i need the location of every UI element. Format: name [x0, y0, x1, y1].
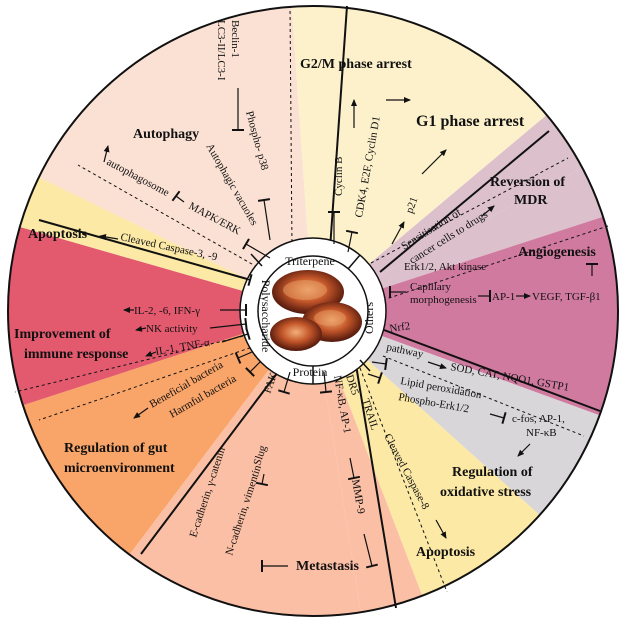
heading-mdr-2: MDR [514, 193, 548, 208]
sector-g1 [291, 6, 547, 312]
protein-label: Protein [293, 365, 328, 379]
heading-immune-1: Improvement of [14, 327, 111, 342]
triterpene-label: Triterpene [285, 254, 335, 268]
polysaccharide-label: Polysaccharide [259, 280, 273, 353]
heading-g2m: G2/M phase arrest [300, 57, 412, 72]
heading-oxidative-1: Regulation of [452, 465, 533, 480]
sector-autophagy [38, 6, 313, 312]
ring-dividers [250, 253, 371, 384]
term-erk12-akt: Erk1/2, Akt kinase [404, 261, 486, 273]
heading-mdr-1: Reversion of [490, 175, 565, 190]
heading-autophagy: Autophagy [133, 127, 199, 142]
heading-metastasis: Metastasis [296, 559, 360, 574]
heading-apoptosis-bottom: Apoptosis [416, 545, 476, 560]
term-lc3: LC3-II/LC3-I [215, 20, 227, 81]
heading-gut-1: Regulation of gut [64, 441, 168, 456]
heading-gut-2: microenvironment [64, 461, 175, 476]
term-capillary: Capillary [410, 281, 451, 293]
term-cfos: c-fos, AP-1, [512, 413, 565, 425]
outer-circle [7, 5, 619, 617]
sector-mdr [313, 167, 604, 311]
heading-immune-2: immune response [24, 347, 128, 362]
sector-mdr [313, 114, 583, 312]
heading-angiogenesis: Angiogenesis [518, 245, 596, 260]
sector-metastasis [313, 311, 423, 613]
heading-apoptosis-left: Apoptosis [28, 227, 88, 242]
heading-g1: G1 phase arrest [416, 113, 525, 130]
sector-gut [22, 311, 313, 555]
sector-angiogenesis [313, 216, 618, 416]
term-cfos-nfkb: NF-κB [526, 427, 557, 439]
sector-immune [8, 226, 314, 406]
term-morphogenesis: morphogenesis [410, 294, 477, 306]
term-nrf2: Nrf2 [389, 320, 411, 335]
ganoderma-mushroom-image [270, 270, 362, 351]
term-nk-activity: NK activity [146, 323, 198, 335]
sector-apoptosis-bottom [313, 311, 540, 596]
term-beclin: Beclin-1 [229, 20, 241, 58]
term-il2: IL-2, -6, IFN-γ [134, 305, 200, 317]
sector-metastasis [129, 311, 361, 616]
term-ap1: AP-1 [492, 291, 515, 303]
term-vegf: VEGF, TGF-β1 [532, 291, 601, 303]
heading-oxidative-2: oxidative stress [440, 485, 532, 500]
term-cyclin-b: Cyclin B [333, 157, 345, 196]
others-label: Others [362, 302, 376, 334]
term-p21: p21 [404, 195, 421, 215]
divider-lines [38, 5, 601, 609]
